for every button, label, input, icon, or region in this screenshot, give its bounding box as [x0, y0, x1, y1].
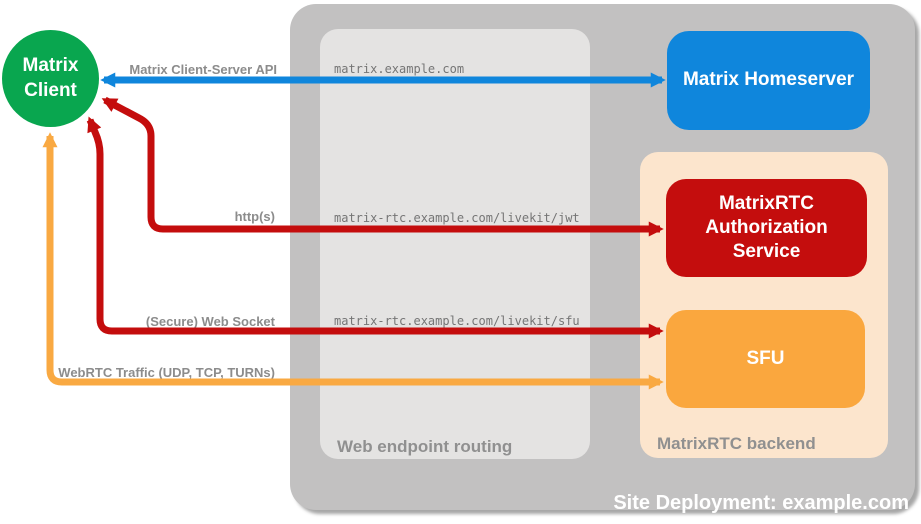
endpoint-livekit-sfu: matrix-rtc.example.com/livekit/sfu — [334, 314, 580, 328]
sfu-node: SFU — [666, 310, 865, 408]
matrix-homeserver-node: Matrix Homeserver — [667, 31, 870, 130]
secure-web-socket-arrow-label: (Secure) Web Socket — [145, 314, 275, 329]
web-endpoint-routing-caption: Web endpoint routing — [337, 437, 513, 456]
matrixrtc-authorization-service-label: MatrixRTC Authorization Service — [705, 192, 828, 263]
https-arrow-label: http(s) — [234, 209, 275, 224]
matrix-client-node: Matrix Client — [2, 30, 99, 127]
matrixrtc-authorization-service-node: MatrixRTC Authorization Service — [666, 179, 867, 277]
endpoint-matrix-example-com: matrix.example.com — [334, 62, 465, 76]
site-deployment-caption: Site Deployment: example.com — [613, 492, 909, 514]
endpoint-livekit-jwt: matrix-rtc.example.com/livekit/jwt — [334, 211, 580, 225]
client-server-api-arrow-label: Matrix Client-Server API — [129, 62, 277, 77]
matrix-homeserver-label: Matrix Homeserver — [682, 69, 855, 91]
webrtc-traffic-arrow-label: WebRTC Traffic (UDP, TCP, TURNs) — [58, 365, 275, 380]
sfu-label: SFU — [746, 347, 785, 369]
matrixrtc-backend-caption: MatrixRTC backend — [657, 434, 816, 453]
web-endpoint-routing-zone — [320, 29, 590, 459]
matrix-client-label: Matrix Client — [22, 55, 79, 101]
